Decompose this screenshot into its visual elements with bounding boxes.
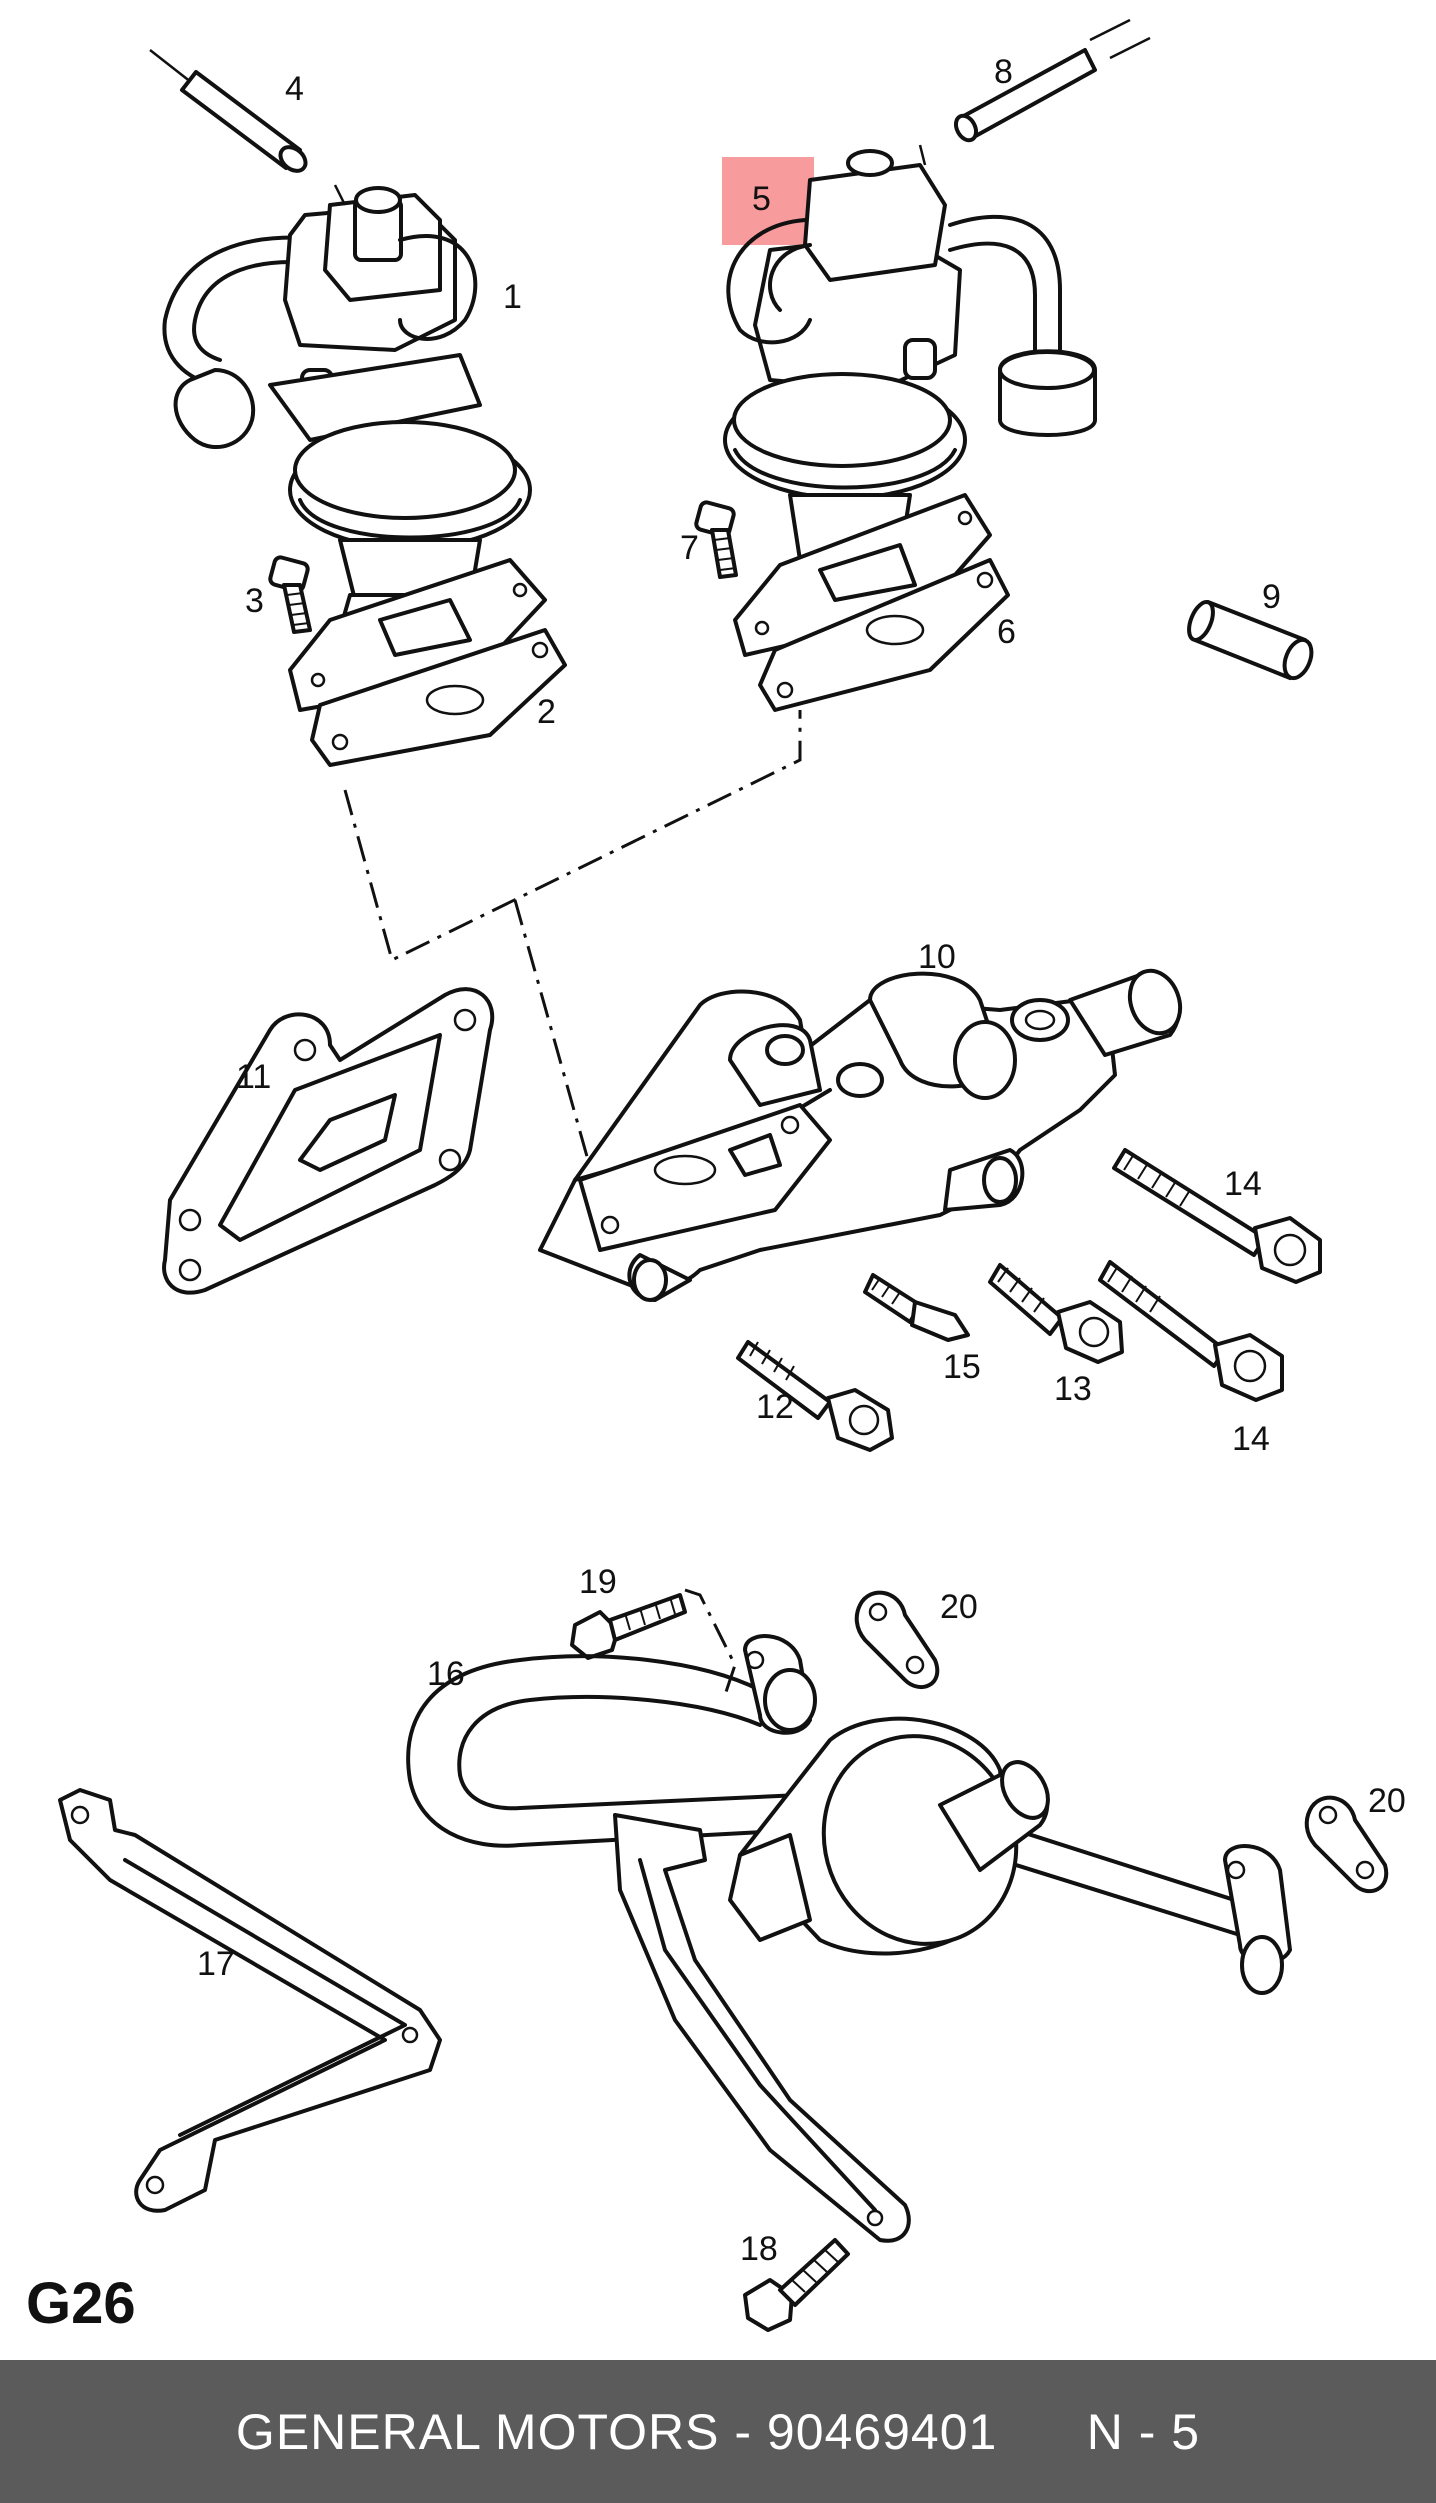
callout-2: 2 bbox=[537, 693, 556, 731]
part-11-gasket bbox=[162, 987, 495, 1295]
callout-14a: 14 bbox=[1224, 1165, 1262, 1203]
callout-8: 8 bbox=[994, 53, 1013, 91]
callout-9: 9 bbox=[1262, 578, 1281, 616]
part-2-gasket bbox=[310, 628, 567, 767]
part-17-bracket bbox=[58, 1788, 442, 2213]
parts-diagram: 1 2 3 4 5 6 7 8 9 10 11 12 13 14 14 15 1… bbox=[58, 18, 1406, 2332]
part-8-hose bbox=[953, 18, 1151, 143]
footer-brand: GENERAL MOTORS bbox=[235, 2403, 720, 2460]
callout-5: 5 bbox=[752, 180, 771, 218]
callout-16: 16 bbox=[427, 1655, 465, 1693]
callout-4: 4 bbox=[285, 70, 304, 108]
part-20-gasket-upper bbox=[854, 1590, 940, 1690]
part-18-bolt bbox=[743, 2238, 850, 2332]
callout-3: 3 bbox=[245, 582, 264, 620]
part-9-sleeve bbox=[1187, 600, 1314, 681]
part-12-bolt bbox=[736, 1340, 894, 1452]
part-4-hose bbox=[149, 49, 308, 173]
footer-bar: GENERAL MOTORS - 90469401 N - 5 bbox=[0, 2360, 1436, 2503]
footer-separator: - bbox=[719, 2403, 767, 2460]
callout-17: 17 bbox=[197, 1945, 235, 1983]
callout-19: 19 bbox=[579, 1563, 617, 1601]
callout-labels: 1 2 3 4 5 6 7 8 9 10 11 12 13 14 14 15 1… bbox=[197, 53, 1406, 2268]
callout-13: 13 bbox=[1054, 1370, 1092, 1408]
callout-1: 1 bbox=[503, 278, 522, 316]
part-20-gasket-lower bbox=[1304, 1795, 1389, 1894]
callout-6: 6 bbox=[997, 613, 1016, 651]
callout-20b: 20 bbox=[1368, 1782, 1406, 1820]
part-16-bracket bbox=[613, 1813, 911, 2243]
callout-12: 12 bbox=[756, 1388, 794, 1426]
part-1-egr-valve bbox=[162, 184, 547, 712]
callout-7: 7 bbox=[680, 529, 699, 567]
part-14-bolt-lower bbox=[1098, 1260, 1284, 1402]
callout-15: 15 bbox=[943, 1348, 981, 1386]
footer-position: N - 5 bbox=[1086, 2403, 1201, 2460]
part-13-bolt bbox=[988, 1263, 1124, 1364]
part-5-egr-valve bbox=[723, 144, 1097, 657]
callout-18: 18 bbox=[740, 2230, 778, 2268]
part-7-bolt bbox=[694, 500, 738, 579]
part-3-bolt bbox=[268, 555, 312, 634]
part-15-sensor bbox=[863, 1273, 970, 1342]
callout-10: 10 bbox=[918, 938, 956, 976]
assembly-leader-lines bbox=[343, 710, 802, 1186]
page-code: G26 bbox=[26, 2271, 136, 2336]
part-14-bolt-upper bbox=[1112, 1148, 1322, 1284]
part-16-air-pipe bbox=[406, 1634, 1292, 1995]
footer-gap bbox=[997, 2403, 1086, 2461]
callout-14b: 14 bbox=[1232, 1420, 1270, 1458]
footer-part-number: 90469401 bbox=[766, 2403, 998, 2460]
callout-11: 11 bbox=[236, 1058, 271, 1096]
callout-20a: 20 bbox=[940, 1588, 978, 1626]
part-10-egr-housing bbox=[538, 968, 1183, 1302]
part-19-bolt bbox=[570, 1588, 737, 1696]
part-6-gasket bbox=[758, 558, 1010, 712]
